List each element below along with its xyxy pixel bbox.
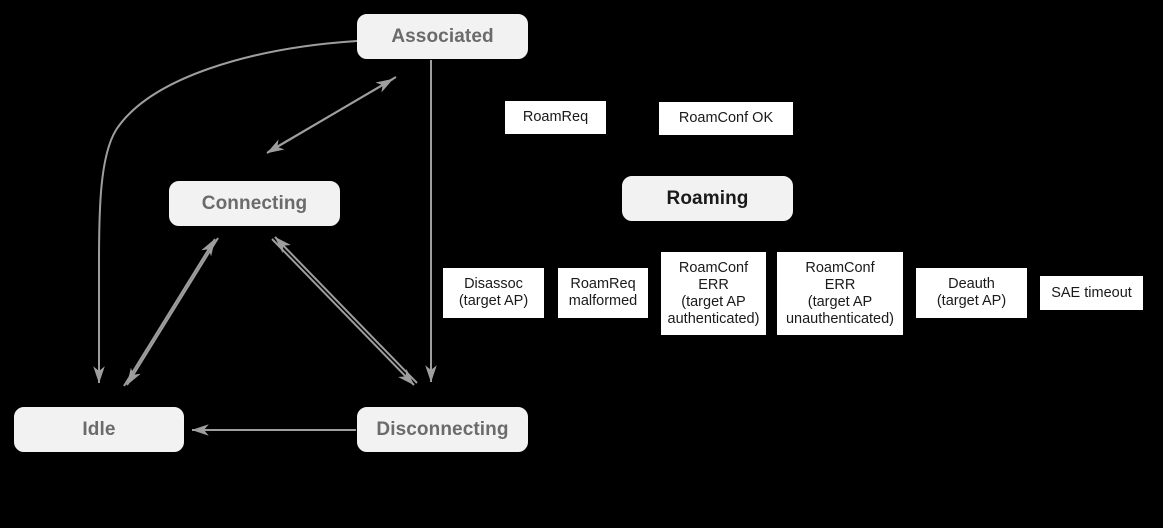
edge-label-roamconf-err-unauthenticated: RoamConf ERR (target AP unauthenticated) (777, 252, 903, 335)
state-node-connecting[interactable]: Connecting (169, 181, 340, 226)
edge-idle-to-connecting (123, 238, 216, 387)
edge-label-roamconf-err-authenticated: RoamConf ERR (target AP authenticated) (661, 252, 766, 335)
state-node-idle[interactable]: Idle (14, 407, 184, 452)
state-label-roaming: Roaming (666, 187, 749, 209)
edge-label-deauth: Deauth (target AP) (916, 268, 1027, 318)
edge-label-sae-timeout: SAE timeout (1040, 276, 1143, 310)
state-node-disconnecting[interactable]: Disconnecting (357, 407, 528, 452)
edge-label-disassoc: Disassoc (target AP) (443, 268, 544, 318)
state-node-associated[interactable]: Associated (357, 14, 528, 59)
edge-connecting-to-disconnecting (271, 238, 415, 386)
state-label-disconnecting: Disconnecting (376, 418, 509, 440)
edge-disconnecting-to-connecting (274, 236, 418, 384)
state-label-idle: Idle (82, 418, 116, 440)
edge-associated-to-connecting (266, 76, 397, 154)
state-node-roaming[interactable]: Roaming (622, 176, 793, 221)
state-label-associated: Associated (391, 25, 494, 47)
edge-connecting-to-idle (126, 237, 219, 386)
edge-label-roamconf-ok: RoamConf OK (659, 102, 793, 135)
edge-label-roamreq: RoamReq (505, 101, 606, 134)
edge-associated-to-idle (93, 40, 358, 384)
state-label-connecting: Connecting (201, 192, 308, 214)
edge-label-roamreq-malformed: RoamReq malformed (558, 268, 648, 318)
